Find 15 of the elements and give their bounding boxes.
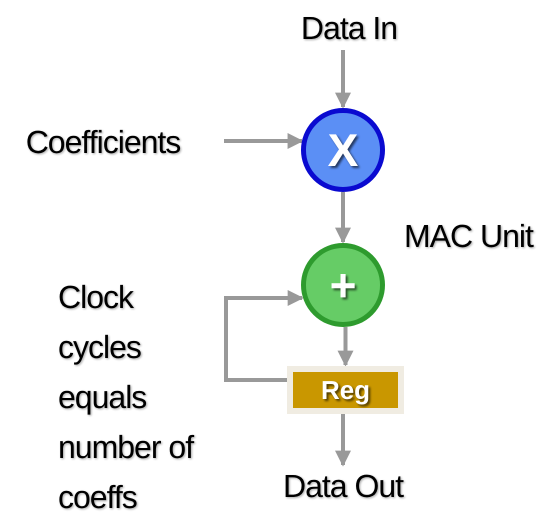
signal-label: Data Out (268, 466, 418, 506)
signal-label: Data In (285, 8, 413, 48)
unit-label: MAC Unit (404, 218, 534, 255)
arrow (335, 50, 351, 109)
signal-label: Coefficients (8, 122, 198, 162)
arrow (338, 327, 354, 367)
arrow (224, 133, 304, 149)
register-label: Reg (320, 374, 370, 406)
note-text: Clock cycles equals number of coeffs (58, 278, 195, 513)
operator-symbol: + (330, 262, 356, 308)
arrow (335, 192, 351, 244)
arrow (335, 414, 351, 467)
operator-symbol: X (328, 127, 358, 173)
arrow (224, 290, 304, 382)
register-box (287, 366, 404, 414)
